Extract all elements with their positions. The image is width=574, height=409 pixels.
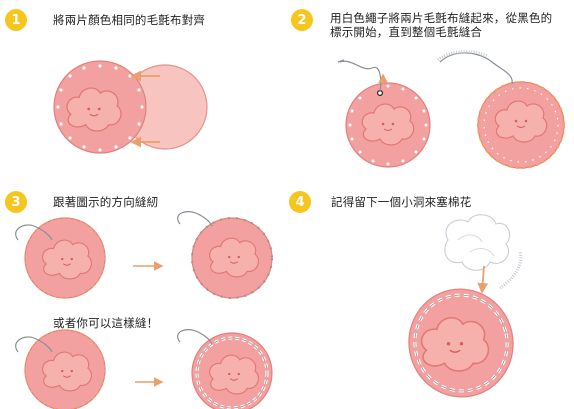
stuffing-arrow [477, 265, 489, 294]
step-4-text: 記得留下一個小洞來塞棉花 [331, 195, 472, 209]
step-4-illustration [408, 214, 523, 398]
step-2-text-line1: 用白色繩子將兩片毛氈布縫起來，從黑色的 [330, 11, 553, 25]
step-2-badge: 2 [291, 9, 313, 31]
step-3-text: 跟著圖示的方向縫紉 [53, 195, 159, 209]
step-4-badge: 4 [289, 191, 311, 213]
step-2-illustration-done [436, 50, 565, 169]
step-3-badge: 3 [5, 191, 27, 213]
step-1-badge: 1 [5, 9, 27, 31]
step-2-text-line2: 標示開始，直到整個毛氈縫合 [330, 25, 483, 39]
step-3-illustration-a [15, 211, 273, 299]
step-1-text: 將兩片顏色相同的毛氈布對齊 [53, 13, 206, 27]
cotton-stuffing-icon [444, 214, 511, 271]
step-3-illustration-b [15, 329, 273, 409]
step-1-illustration [53, 60, 208, 154]
step-2-illustration-start [337, 59, 431, 168]
step-3-alt-text: 或者你可以這樣縫！ [53, 316, 159, 330]
